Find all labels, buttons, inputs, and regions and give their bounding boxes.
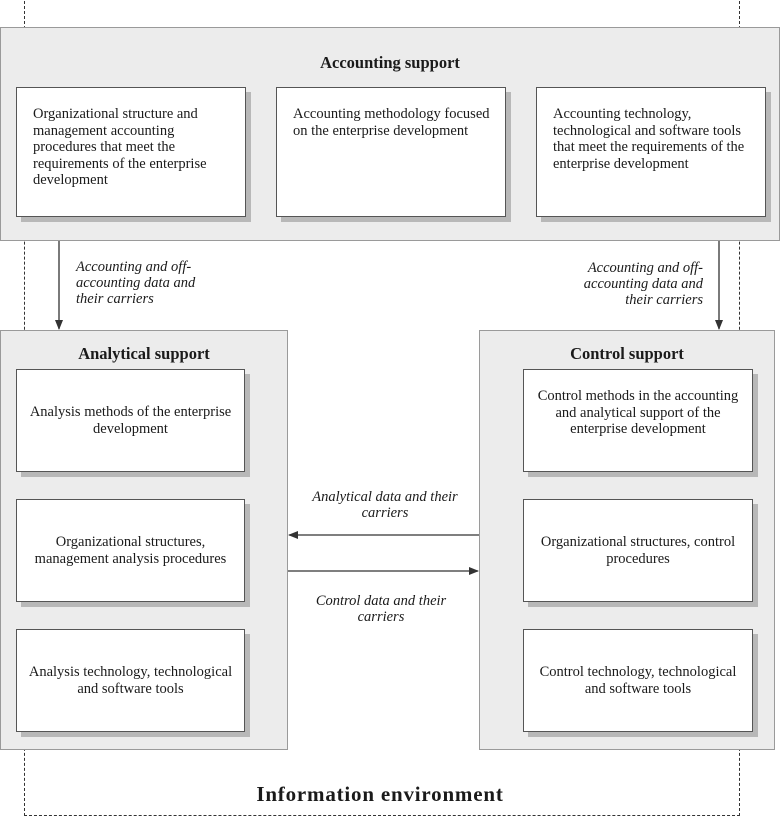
flow-label-accounting-to-analytical: Accounting and off-accounting data and t… [76,259,196,307]
analytical-box-methods: Analysis methods of the enterprise devel… [16,369,245,472]
flow-label-analytical-to-control: Control data and their carriers [315,593,447,625]
information-environment-title: Information environment [0,782,760,807]
accounting-support-panel: Accounting support Organizational struct… [0,27,780,241]
analytical-support-title: Analytical support [78,344,210,363]
analytical-box-technology: Analysis technology, technological and s… [16,629,245,732]
control-support-panel: Control support Control methods in the a… [479,330,775,750]
flow-label-control-to-analytical: Analytical data and their carriers [312,489,458,521]
analytical-box-organizational-structures: Organizational structures, management an… [16,499,245,602]
accounting-box-methodology: Accounting methodology focused on the en… [276,87,506,217]
flow-label-accounting-to-control: Accounting and off-accounting data and t… [583,260,703,308]
accounting-box-technology: Accounting technology, technological and… [536,87,766,217]
control-support-title: Control support [570,344,684,363]
control-box-technology: Control technology, technological and so… [523,629,753,732]
control-box-organizational-structures: Organizational structures, control proce… [523,499,753,602]
accounting-support-title: Accounting support [320,53,460,72]
control-box-methods: Control methods in the accounting and an… [523,369,753,472]
accounting-box-organizational-structure: Organizational structure and management … [16,87,246,217]
information-environment-title-text: Information environment [252,782,508,806]
analytical-support-panel: Analytical support Analysis methods of t… [0,330,288,750]
